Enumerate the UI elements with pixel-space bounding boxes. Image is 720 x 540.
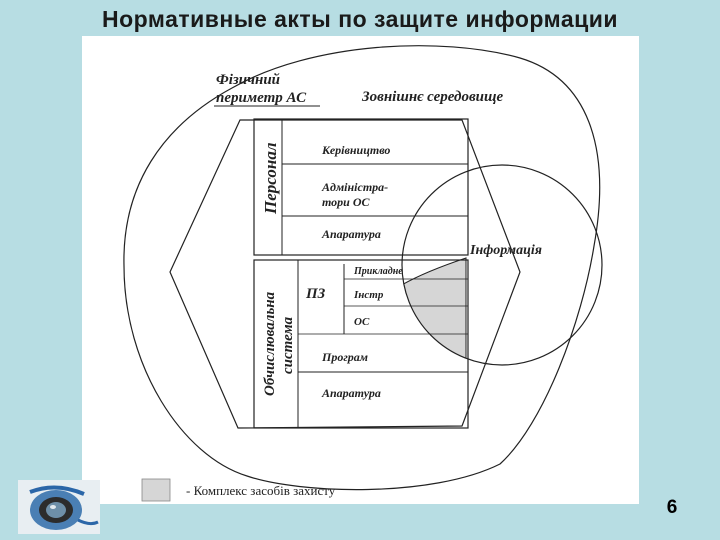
page-number: 6 <box>666 497 678 518</box>
physical-perimeter-label-2: периметр АС <box>216 90 307 106</box>
software-label: ПЗ <box>305 286 326 302</box>
computing-system-label-1: Обчислювальна <box>262 291 278 396</box>
slide-title: Нормативные акты по защите информации <box>101 6 619 32</box>
computing-system-label-2: система <box>280 316 296 374</box>
legend-swatch <box>141 478 171 502</box>
information-circle <box>401 164 603 366</box>
diagram-panel: Фізичний периметр АС Зовнішнє середовище… <box>82 36 639 504</box>
administrators-label-1: Адміністра- <box>321 180 388 194</box>
applied-software-label: Прикладне <box>353 266 403 277</box>
physical-perimeter-outline <box>123 45 601 491</box>
information-label: Інформація <box>469 243 542 258</box>
personnel-block <box>253 118 469 256</box>
computing-system-block <box>253 259 469 429</box>
management-label: Керівництво <box>321 143 390 157</box>
security-diagram: Фізичний периметр АС Зовнішнє середовище… <box>123 45 603 502</box>
computing-hardware-label: Апаратура <box>321 386 381 400</box>
lens-logo-icon <box>18 480 100 534</box>
programmers-label: Програм <box>321 350 368 364</box>
external-environment-label: Зовнішнє середовище <box>361 89 504 105</box>
system-hexagon <box>169 119 521 429</box>
instrumental-software-label: Інстр <box>353 289 384 301</box>
personnel-label: Персонал <box>261 142 280 215</box>
personnel-hardware-label: Апаратура <box>321 227 381 241</box>
os-software-label: ОС <box>354 316 370 328</box>
legend-label: - Комплекс засобів захисту <box>186 483 336 498</box>
administrators-label-2: тори ОС <box>322 195 371 209</box>
protection-complex-area <box>402 257 467 365</box>
physical-perimeter-label-1: Фізичний <box>216 72 280 88</box>
